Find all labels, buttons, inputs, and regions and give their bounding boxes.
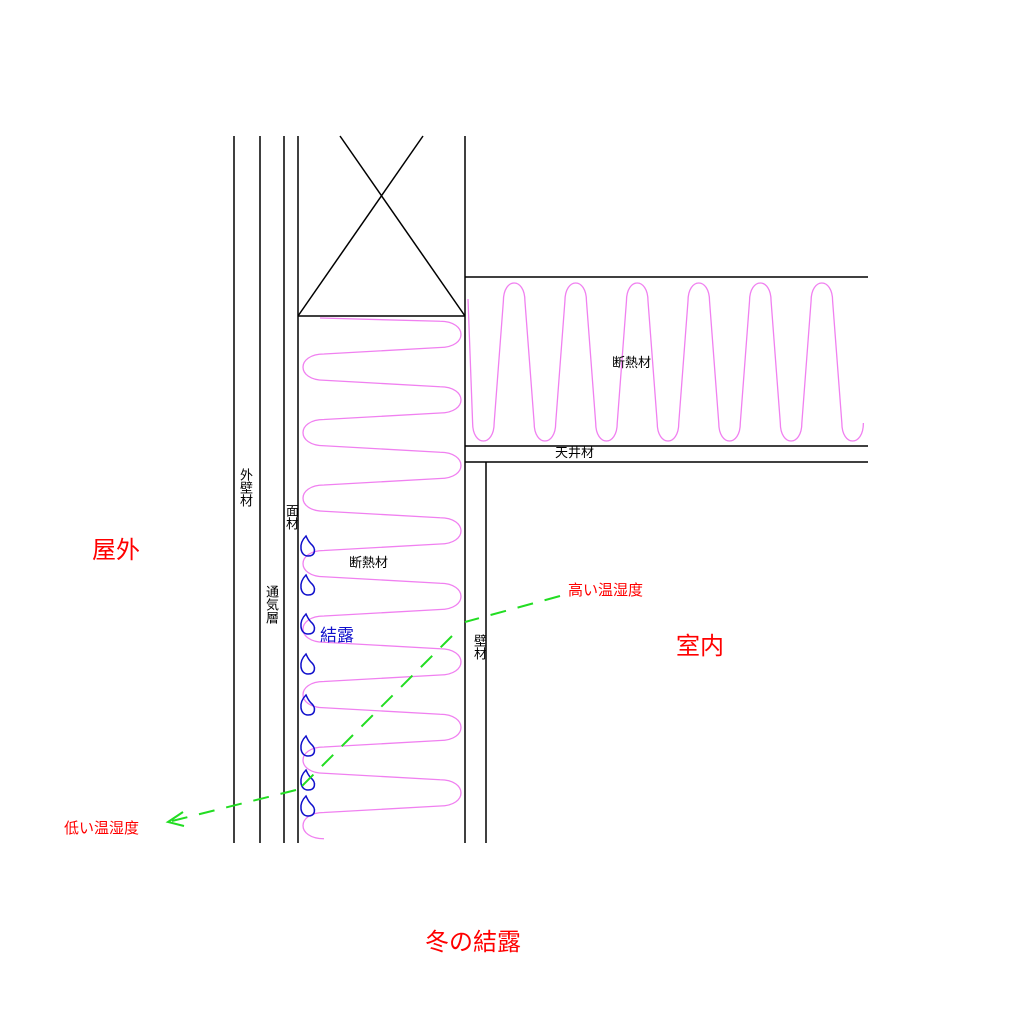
beam-cross-2 <box>297 135 424 317</box>
condensation-droplet-2 <box>300 573 316 596</box>
condensation-droplet-6 <box>300 734 316 757</box>
arrow-dashed-diagonal <box>299 635 453 789</box>
ceiling-insulation-pattern <box>467 282 865 442</box>
humidity-flow-arrow <box>165 595 561 827</box>
arrow-head-left <box>165 811 185 827</box>
condensation-droplet-4 <box>300 652 316 675</box>
outdoor-label: 屋外 <box>92 536 140 564</box>
beam-cross-1 <box>339 135 466 317</box>
wall-board-label: 壁材 <box>471 634 486 660</box>
wall-insulation-pattern <box>302 317 462 840</box>
low-temp-humidity-label: 低い温湿度 <box>64 819 140 837</box>
ventilation-layer-label: 通気層 <box>263 585 278 624</box>
condensation-droplet-3 <box>300 612 316 635</box>
condensation-droplet-1 <box>300 534 316 557</box>
arrow-dashed-lower <box>171 789 297 822</box>
exterior-wall-label: 外壁材 <box>237 468 252 507</box>
structure-lines <box>233 135 868 843</box>
face-material-label: 面材 <box>283 504 298 530</box>
condensation-droplet-8 <box>300 794 316 817</box>
wall-insulation-label: 断熱材 <box>349 556 389 571</box>
high-temp-humidity-label: 高い温湿度 <box>568 581 644 599</box>
condensation-label: 結露 <box>320 626 354 646</box>
wall-insulation-loop-path <box>302 317 462 840</box>
ceiling-board-label: 天井材 <box>555 446 595 461</box>
arrow-dashed-upper <box>464 595 561 623</box>
indoor-label: 室内 <box>676 632 724 660</box>
diagram-title: 冬の結露 <box>425 928 521 956</box>
condensation-droplet-5 <box>300 693 316 716</box>
ceiling-insulation-label: 断熱材 <box>612 356 652 371</box>
condensation-droplets <box>300 534 316 817</box>
ceiling-insulation-loop-path <box>467 282 865 442</box>
condensation-droplet-7 <box>300 768 316 791</box>
